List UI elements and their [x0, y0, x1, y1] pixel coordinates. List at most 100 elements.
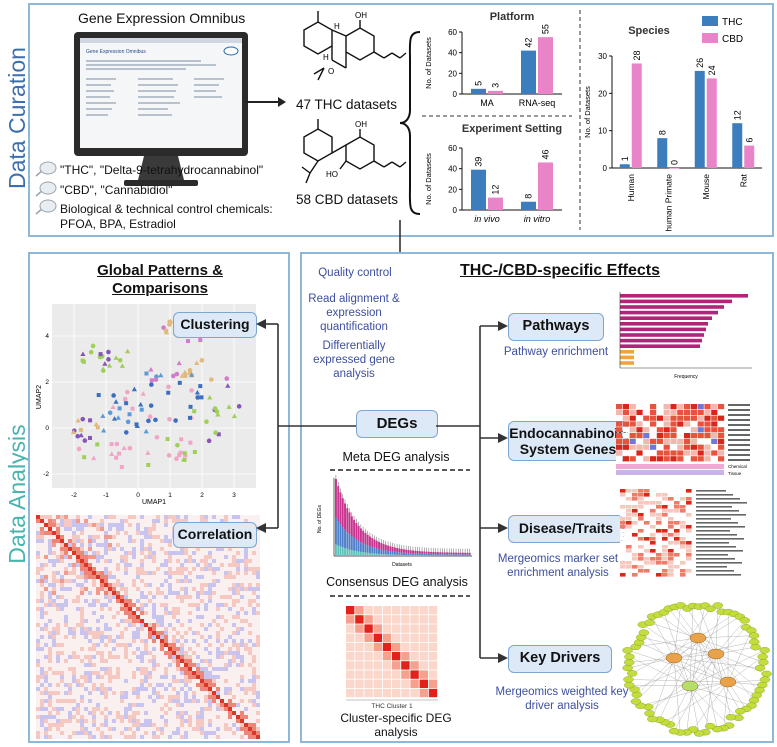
heatmap-cell: [419, 652, 428, 661]
trait-label-mark: [696, 542, 729, 544]
heatmap-cell: [248, 559, 252, 563]
svg-text:OH: OH: [355, 120, 367, 129]
heatmap-cell: [620, 501, 626, 505]
bar-segment: [414, 550, 417, 554]
scatter-point: [177, 380, 182, 385]
heatmap-cell: [208, 699, 212, 703]
heatmap-cell: [52, 603, 56, 607]
heatmap-cell: [184, 595, 188, 599]
heatmap-cell: [663, 409, 670, 415]
heatmap-cell: [56, 643, 60, 647]
heatmap-cell: [148, 555, 152, 559]
heatmap-cell: [656, 456, 663, 462]
heatmap-cell: [132, 735, 136, 739]
heatmap-cell: [68, 715, 72, 719]
heatmap-cell: [80, 631, 84, 635]
heatmap-cell: [650, 427, 657, 433]
heatmap-cell: [204, 667, 208, 671]
heatmap-cell: [644, 557, 650, 561]
scatter-point: [153, 377, 159, 382]
heatmap-cell: [236, 631, 240, 635]
network-node: [712, 602, 723, 609]
heatmap-cell: [172, 635, 176, 639]
heatmap-cell: [244, 563, 248, 567]
heatmap-cell: [410, 679, 419, 688]
heatmap-cell: [44, 515, 48, 519]
heatmap-cell: [144, 531, 148, 535]
heatmap-cell: [80, 683, 84, 687]
scatter-point: [124, 401, 129, 406]
heatmap-cell: [680, 553, 686, 557]
heatmap-cell: [40, 515, 44, 519]
heatmap-cell: [36, 639, 40, 643]
heatmap-cell: [419, 688, 428, 698]
heatmap-cell: [373, 606, 382, 615]
heatmap-cell: [92, 671, 96, 675]
heatmap-cell: [626, 557, 632, 561]
bar: [521, 50, 536, 94]
bar-segment: [362, 530, 365, 544]
heatmap-cell: [680, 541, 686, 545]
heatmap-cell: [204, 555, 208, 559]
heatmap-cell: [176, 619, 180, 623]
bar-segment: [452, 554, 455, 556]
heatmap-cell: [663, 421, 670, 427]
heatmap-cell: [180, 647, 184, 651]
scatter-point: [131, 386, 137, 392]
heatmap-cell: [96, 727, 100, 731]
heatmap-cell: [684, 444, 691, 450]
scatter-point: [140, 391, 146, 396]
heatmap-cell: [650, 493, 656, 497]
heatmap-cell: [164, 551, 168, 555]
heatmap-cell: [686, 489, 692, 493]
heatmap-cell: [248, 587, 252, 591]
heatmap-cell: [108, 591, 112, 595]
heatmap-cell: [168, 515, 172, 519]
heatmap-cell: [200, 635, 204, 639]
data-label: 28: [632, 50, 642, 60]
heatmap-cell: [120, 599, 124, 603]
heatmap-cell: [228, 587, 232, 591]
heatmap-cell: [76, 595, 80, 599]
heatmap-cell: [670, 409, 677, 415]
heatmap-cell: [686, 573, 692, 577]
heatmap-cell: [401, 670, 410, 679]
heatmap-cell: [84, 619, 88, 623]
heatmap-cell: [248, 731, 252, 735]
heatmap-cell: [616, 450, 623, 456]
scatter-point: [186, 339, 191, 344]
heatmap-cell: [104, 667, 108, 671]
heatmap-cell: [84, 563, 88, 567]
heatmap-cell: [72, 715, 76, 719]
heatmap-cell: [56, 711, 60, 715]
heatmap-cell: [220, 667, 224, 671]
key-drivers-node: Key Drivers: [508, 645, 612, 673]
heatmap-cell: [136, 607, 140, 611]
heatmap-cell: [88, 655, 92, 659]
network-node: [668, 727, 680, 735]
heatmap-cell: [638, 505, 644, 509]
bar-segment: [427, 555, 430, 556]
heatmap-cell: [208, 723, 212, 727]
heatmap-cell: [232, 639, 236, 643]
scatter-point: [213, 430, 218, 435]
heatmap-cell: [92, 647, 96, 651]
heatmap-cell: [401, 606, 410, 615]
scatter-point: [130, 406, 135, 411]
heatmap-cell: [686, 513, 692, 517]
heatmap-cell: [662, 529, 668, 533]
heatmap-cell: [656, 493, 662, 497]
heatmap-cell: [184, 515, 188, 519]
heatmap-cell: [172, 611, 176, 615]
bar-segment: [337, 545, 340, 556]
heatmap-cell: [662, 533, 668, 537]
heatmap-cell: [104, 659, 108, 663]
heatmap-cell: [132, 579, 136, 583]
heatmap-cell: [88, 575, 92, 579]
heatmap-cell: [656, 415, 663, 421]
heatmap-cell: [44, 575, 48, 579]
heatmap-cell: [160, 643, 164, 647]
trait-label-mark: [696, 550, 743, 552]
heatmap-cell: [650, 529, 656, 533]
heatmap-cell: [180, 571, 184, 575]
